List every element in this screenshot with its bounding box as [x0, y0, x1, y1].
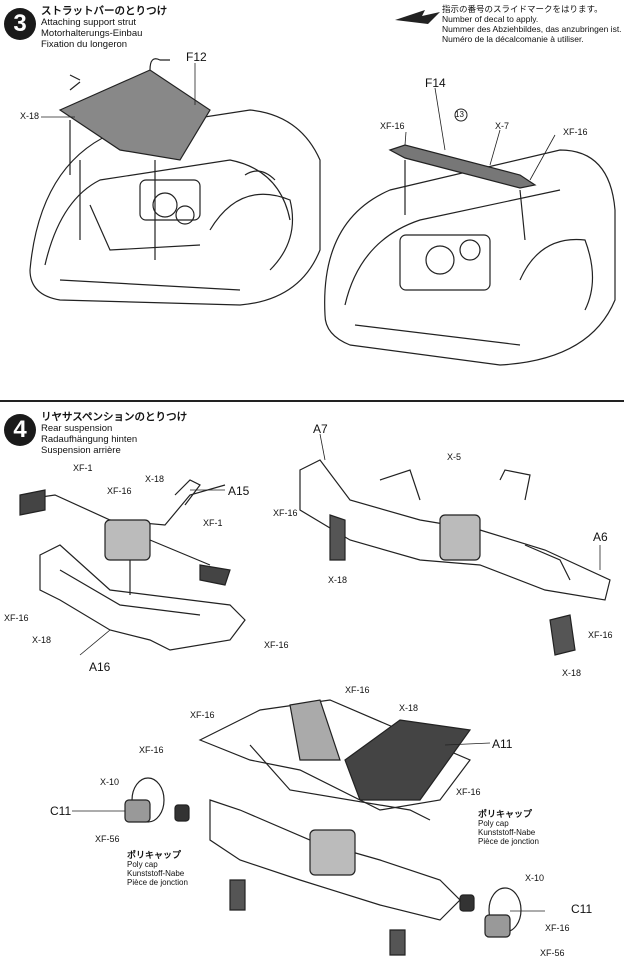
label-xf1-b: XF-1 [203, 518, 223, 528]
step3-title-jp: ストラットバーのとりつけ [41, 5, 168, 17]
step4-title: リヤサスペンションのとりつけ Rear suspension Radaufhän… [41, 411, 188, 457]
polycap-de-left: Kunststoff-Nabe [127, 869, 185, 878]
decal-note-fr: Numéro de la décalcomanie à utiliser. [442, 34, 584, 44]
polycap-fr-right: Pièce de jonction [478, 837, 539, 846]
label-xf16-i: XF-16 [456, 787, 481, 797]
step4-title-fr: Suspension arrière [41, 445, 121, 456]
label-x10-b: X-10 [525, 873, 545, 883]
step4-title-de: Radaufhängung hinten [41, 434, 138, 445]
label-xf16-c: XF-16 [264, 640, 289, 650]
label-c11-b: C11 [571, 902, 593, 916]
label-xf16-step3-b: XF-16 [563, 127, 588, 137]
label-x5: X-5 [447, 452, 462, 462]
step3-title-fr: Fixation du longeron [41, 39, 128, 50]
label-x18-c: X-18 [328, 575, 348, 585]
label-xf16-j: XF-16 [545, 923, 570, 933]
label-xf16-step3-a: XF-16 [380, 121, 405, 131]
step4-title-en: Rear suspension [41, 423, 113, 434]
polycap-jp-right: ポリキャップ [478, 809, 533, 819]
label-xf16-b: XF-16 [4, 613, 29, 623]
label-x18-a: X-18 [145, 474, 165, 484]
label-x18-step3: X-18 [20, 111, 40, 121]
polycap-jp-left: ポリキャップ [127, 850, 182, 860]
step4-number-badge: 4 [4, 414, 36, 446]
label-c11-a: C11 [50, 804, 72, 818]
label-decal-13: 13 [455, 110, 464, 119]
label-a11: A11 [492, 737, 513, 751]
decal-note-en: Number of decal to apply. [442, 14, 539, 24]
step3-title-en: Attaching support strut [41, 17, 137, 28]
label-f12: F12 [186, 50, 207, 64]
step4-title-jp: リヤサスペンションのとりつけ [41, 411, 188, 423]
label-x18-e: X-18 [399, 703, 419, 713]
label-xf56-a: XF-56 [95, 834, 120, 844]
label-a15: A15 [228, 484, 250, 498]
decal-note-jp: 指示の番号のスライドマークをはります。 [442, 4, 603, 14]
label-f14: F14 [425, 76, 446, 90]
label-xf1-a: XF-1 [73, 463, 93, 473]
label-a16: A16 [89, 660, 111, 674]
decal-note-de: Nummer des Abziehbildes, das anzubringen… [442, 24, 622, 34]
polycap-note-left: ポリキャップ Poly cap Kunststoff-Nabe Pièce de… [127, 850, 188, 888]
label-a6: A6 [593, 530, 608, 544]
polycap-fr-left: Pièce de jonction [127, 878, 188, 887]
label-xf16-h: XF-16 [139, 745, 164, 755]
step-divider [0, 400, 624, 402]
label-xf16-e: XF-16 [588, 630, 613, 640]
label-xf16-f: XF-16 [345, 685, 370, 695]
polycap-en-right: Poly cap [478, 819, 509, 828]
label-x18-d: X-18 [562, 668, 582, 678]
decal-note: 指示の番号のスライドマークをはります。 Number of decal to a… [442, 4, 622, 44]
label-x10-a: X-10 [100, 777, 120, 787]
label-x7: X-7 [495, 121, 510, 131]
step3-title-de: Motorhalterungs-Einbau [41, 28, 143, 39]
step3-number-badge: 3 [4, 8, 36, 40]
label-xf56-b: XF-56 [540, 948, 565, 958]
polycap-de-right: Kunststoff-Nabe [478, 828, 536, 837]
polycap-note-right: ポリキャップ Poly cap Kunststoff-Nabe Pièce de… [478, 809, 539, 847]
label-xf16-d: XF-16 [273, 508, 298, 518]
label-a7: A7 [313, 422, 328, 436]
label-x18-b: X-18 [32, 635, 52, 645]
polycap-en-left: Poly cap [127, 860, 158, 869]
step3-title: ストラットバーのとりつけ Attaching support strut Mot… [41, 5, 168, 51]
label-xf16-a: XF-16 [107, 486, 132, 496]
label-xf16-g: XF-16 [190, 710, 215, 720]
